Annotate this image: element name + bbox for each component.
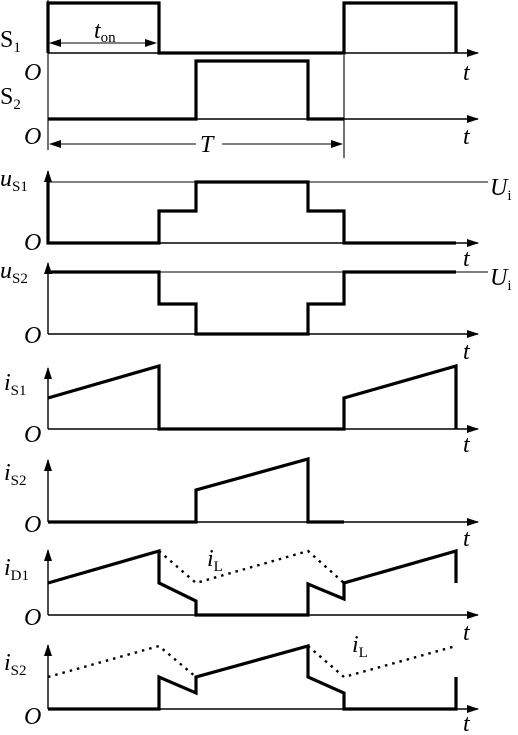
panel-is2: iS2 O t (4, 456, 479, 552)
t-label-s1: t (463, 60, 471, 86)
is2-label: iS2 (4, 460, 27, 489)
period-label: T (200, 132, 215, 158)
panel-id1: iL iD1 O t (4, 546, 479, 646)
t-label-is1: t (463, 432, 471, 458)
t-label-us2: t (463, 339, 471, 365)
origin-label-us1: O (24, 230, 41, 256)
il-dotted-is2-b (307, 644, 457, 679)
is2-il-label: iS2 (4, 650, 27, 679)
il-label-id1: iL (207, 546, 223, 575)
panel-s2: O S2 O t T (0, 59, 479, 158)
origin-label-is2-il: O (24, 704, 41, 730)
s1-label: S1 (0, 27, 21, 56)
panel-us1: uS1 Ui O t (0, 166, 512, 272)
t-label-us1: t (463, 246, 471, 272)
panel-s1: ton S1 t (0, 1, 479, 86)
is1-label: iS1 (4, 370, 27, 399)
origin-label-is1: O (24, 422, 41, 448)
s2-waveform (48, 59, 344, 121)
ui-label-us1: Ui (490, 175, 512, 204)
us2-waveform (48, 270, 456, 336)
origin-label-s2: O (24, 124, 41, 150)
ui-label-us2: Ui (490, 265, 512, 294)
origin-label-is2: O (24, 512, 41, 538)
period-label-bg (196, 130, 222, 156)
us1-label: uS1 (0, 166, 28, 195)
is2-waveform (48, 456, 344, 524)
panel-is2-il: iL iS2 O t (4, 632, 479, 735)
t-on-label: ton (94, 18, 116, 46)
il-label-is2: iL (352, 632, 368, 661)
origin-label-id1: O (24, 605, 41, 631)
panel-us2: uS2 Ui O t (0, 258, 512, 365)
origin-label-s1: O (24, 60, 41, 86)
id1-label: iD1 (4, 555, 29, 584)
s1-waveform (46, 1, 458, 55)
panel-is1: iS1 O t (4, 363, 479, 458)
origin-label-us2: O (24, 323, 41, 349)
id1-waveform (47, 548, 458, 617)
t-label-is2-il: t (463, 711, 471, 735)
t-label-is2: t (463, 526, 471, 552)
us2-label: uS2 (0, 258, 28, 287)
t-label-id1: t (463, 620, 471, 646)
t-label-s2: t (463, 124, 471, 150)
is1-waveform (47, 363, 458, 431)
il-dotted-is2 (47, 644, 197, 679)
s2-label: S2 (0, 84, 21, 113)
is2-il-waveform (48, 643, 458, 711)
us1-waveform (46, 180, 456, 245)
il-dotted-id1 (158, 549, 345, 585)
